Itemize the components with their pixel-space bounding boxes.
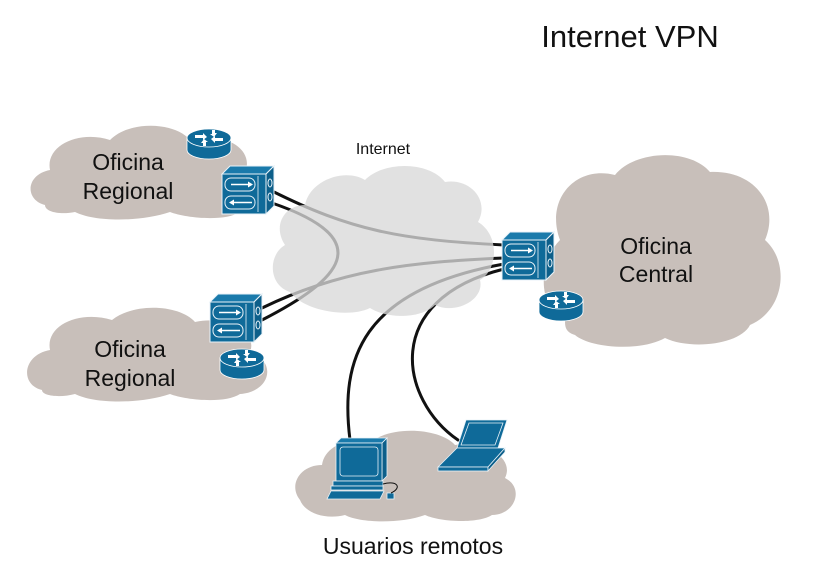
cloud-internet [272,165,494,316]
router-icon-regional-top [186,128,232,160]
desktop-computer-icon [326,437,398,500]
router-icon-regional-bottom [219,348,265,380]
laptop-icon [437,419,508,473]
regional-top-label-line2: Regional [83,178,174,204]
central-label-line1: Oficina [620,233,692,259]
remote-users-label: Usuarios remotos [323,533,503,559]
vpn-firewall-icon-regional-top [221,165,275,215]
internet-label: Internet [356,141,411,158]
vpn-firewall-icon-regional-bottom [209,293,263,343]
cloud-central [543,155,781,347]
diagram-title: Internet VPN [541,19,718,54]
vpn-firewall-icon-central [501,231,555,281]
central-label-line2: Central [619,261,693,287]
regional-bottom-label-line1: Oficina [94,336,166,362]
regional-bottom-label-line2: Regional [85,365,176,391]
cloud-regional-bottom [27,307,268,402]
router-icon-central [538,290,584,322]
regional-top-label-line1: Oficina [92,149,164,175]
